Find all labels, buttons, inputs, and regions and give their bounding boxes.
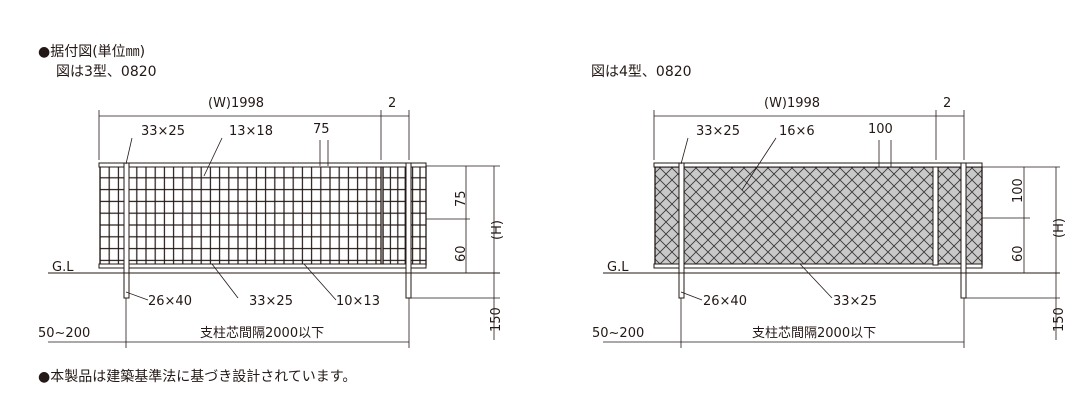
right-top-rail xyxy=(653,162,983,168)
right-gap-label: 2 xyxy=(943,96,951,111)
right-gl-label: G.L xyxy=(607,260,629,275)
left-bottom-bar-label: 10×13 xyxy=(336,294,380,309)
right-lower-dim: 60 xyxy=(1011,245,1026,262)
post-left xyxy=(123,162,130,299)
right-foot-post-label: 26×40 xyxy=(703,294,747,309)
left-foot-post-label: 26×40 xyxy=(148,294,192,309)
right-post-left xyxy=(678,162,685,299)
lattice-panel-main xyxy=(654,166,936,266)
right-caption: 図は4型、0820 xyxy=(591,64,692,80)
left-gl-label: G.L xyxy=(52,260,74,275)
left-gap-label: 2 xyxy=(388,96,396,111)
right-width-label: (W)1998 xyxy=(764,96,820,111)
left-caption: 図は3型、0820 xyxy=(56,64,157,80)
design-note: ●本製品は建築基準法に基づき設計されています。 xyxy=(38,369,357,385)
right-height-label: (H) xyxy=(1052,218,1067,238)
left-upper-dim: 75 xyxy=(454,190,469,207)
right-spacing-label: 支柱芯間隔2000以下 xyxy=(752,326,876,341)
right-bottom-rail-label: 33×25 xyxy=(833,294,877,309)
left-pitch-label: 75 xyxy=(313,122,330,137)
left-height-label: (H) xyxy=(490,220,505,240)
post-right xyxy=(405,162,412,299)
left-width-label: (W)1998 xyxy=(208,96,264,111)
right-bottom-rail xyxy=(653,263,983,269)
left-fence-drawing xyxy=(48,110,500,348)
right-post-label: 33×25 xyxy=(696,124,740,139)
left-post-label: 33×25 xyxy=(141,124,185,139)
drawing-title: ●据付図(単位㎜) xyxy=(38,44,146,60)
left-spacing-label: 支柱芯間隔2000以下 xyxy=(200,326,324,341)
right-mid-post xyxy=(932,166,939,266)
left-edge-label: 50~200 xyxy=(38,326,90,341)
right-burial-label: 150 xyxy=(1052,307,1067,332)
top-rail xyxy=(98,162,427,168)
left-bottom-rail-label: 33×25 xyxy=(249,294,293,309)
left-lower-dim: 60 xyxy=(454,245,469,262)
right-lattice-label: 16×6 xyxy=(779,124,815,139)
right-upper-dim: 100 xyxy=(1011,178,1026,203)
right-pitch-label: 100 xyxy=(868,122,893,137)
right-edge-label: 50~200 xyxy=(592,326,644,341)
bottom-rail xyxy=(98,263,427,269)
mesh-panel-main xyxy=(99,165,382,266)
right-post-right xyxy=(960,162,967,299)
mesh-panel-extension xyxy=(382,165,427,266)
lattice-panel-extension xyxy=(937,166,983,266)
left-burial-label: 150 xyxy=(489,307,504,332)
left-grid-label: 13×18 xyxy=(229,124,273,139)
right-fence-drawing xyxy=(603,110,1060,348)
